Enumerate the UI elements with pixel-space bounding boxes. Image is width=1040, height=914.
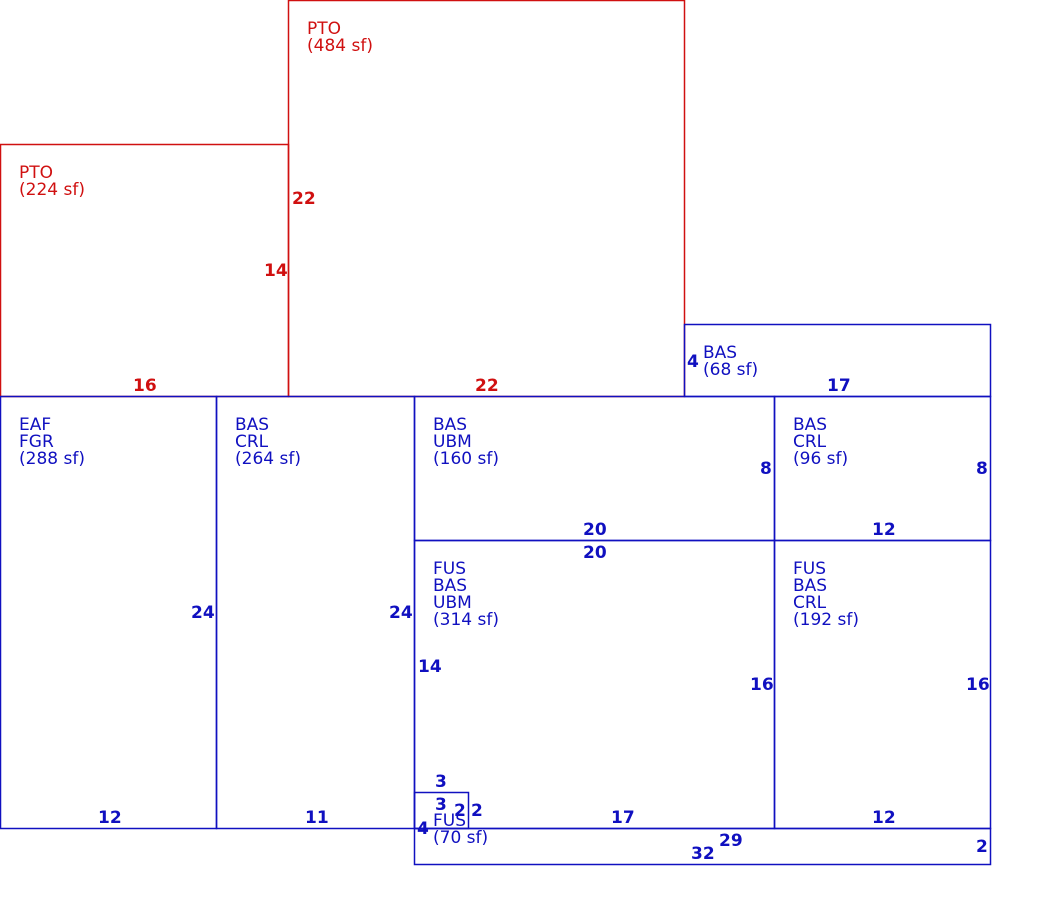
dim-bas-crl-96-right: 8 — [976, 459, 988, 479]
dim-fus-70-left: 4 — [417, 819, 429, 839]
dim-bas-small-left: 4 — [687, 352, 699, 372]
bas-crl-264-line-3: (264 sf) — [235, 449, 301, 469]
fus-70-label: FUS (70 sf) — [433, 811, 488, 848]
dim-notch-right-a: 2 — [454, 801, 466, 821]
dim-pto-top-bottom: 22 — [475, 376, 499, 396]
eaf-fgr-line-2: FGR — [19, 432, 54, 452]
bas-crl-264-line-2: CRL — [235, 432, 269, 452]
fus-bas-crl-label: FUS BAS CRL (192 sf) — [793, 559, 859, 630]
fus-bas-ubm-label: FUS BAS UBM (314 sf) — [433, 559, 499, 630]
bas-ubm-label: BAS UBM (160 sf) — [433, 415, 499, 469]
dim-notch-top: 3 — [435, 772, 447, 792]
notch-outline — [413, 791, 470, 830]
bas-ubm-line-1: BAS — [433, 415, 467, 435]
dim-bas-crl-264-right: 24 — [389, 603, 413, 623]
fus-bas-ubm-line-1: FUS — [433, 559, 466, 579]
dim-pto-left-right: 14 — [264, 261, 288, 281]
dim-pto-top-left: 22 — [292, 189, 316, 209]
dim-fus-crl-bottom: 12 — [872, 808, 896, 828]
dim-fus-70-bottom: 32 — [691, 844, 715, 864]
dim-fus-ubm-left: 14 — [418, 657, 442, 677]
pto-left-line-1: PTO — [19, 163, 53, 183]
bas-crl-96-line-3: (96 sf) — [793, 449, 848, 469]
dim-fus-ubm-right: 16 — [750, 675, 774, 695]
dim-fus-ubm-top: 20 — [583, 543, 607, 563]
pto-left-line-2: (224 sf) — [19, 180, 85, 200]
dim-bas-ubm-right: 8 — [760, 459, 772, 479]
pto-top-line-2: (484 sf) — [307, 36, 373, 56]
dim-notch-inner-top: 3 — [435, 795, 447, 815]
fus-bas-ubm-line-3: UBM — [433, 593, 472, 613]
fus-bas-ubm-line-2: BAS — [433, 576, 467, 596]
dim-bas-crl-264-bottom: 11 — [305, 808, 329, 828]
bas-small-label: BAS (68 sf) — [703, 343, 758, 380]
fus-bas-crl-line-4: (192 sf) — [793, 610, 859, 630]
bas-ubm-line-3: (160 sf) — [433, 449, 499, 469]
fus-bas-crl-line-1: FUS — [793, 559, 826, 579]
eaf-fgr-line-3: (288 sf) — [19, 449, 85, 469]
fus-bas-ubm-line-4: (314 sf) — [433, 610, 499, 630]
eaf-fgr-label: EAF FGR (288 sf) — [19, 415, 85, 469]
pto-left-label: PTO (224 sf) — [19, 163, 85, 200]
pto-top-outline — [287, 0, 686, 398]
dim-pto-left-bottom: 16 — [133, 376, 157, 396]
dim-fus-ubm-bottom: 17 — [611, 808, 635, 828]
dim-eaf-bottom: 12 — [98, 808, 122, 828]
bas-small-line-1: BAS — [703, 343, 737, 363]
dim-fus-70-top-right: 29 — [719, 831, 743, 851]
dim-eaf-right: 24 — [191, 603, 215, 623]
bas-crl-96-line-1: BAS — [793, 415, 827, 435]
dim-bas-ubm-bottom: 20 — [583, 520, 607, 540]
fus-bas-crl-line-2: BAS — [793, 576, 827, 596]
dim-fus-crl-right: 16 — [966, 675, 990, 695]
dim-bas-small-bottom: 17 — [827, 376, 851, 396]
dim-fus-70-right: 2 — [976, 837, 988, 857]
fus-70-outline — [413, 827, 992, 866]
pto-top-line-1: PTO — [307, 19, 341, 39]
bas-crl-96-label: BAS CRL (96 sf) — [793, 415, 848, 469]
eaf-fgr-line-1: EAF — [19, 415, 51, 435]
fus-bas-crl-line-3: CRL — [793, 593, 827, 613]
fus-70-line-2: (70 sf) — [433, 828, 488, 848]
bas-small-line-2: (68 sf) — [703, 360, 758, 380]
bas-crl-96-line-2: CRL — [793, 432, 827, 452]
dim-bas-crl-96-bottom: 12 — [872, 520, 896, 540]
bas-ubm-line-2: UBM — [433, 432, 472, 452]
fus-70-line-1: FUS — [433, 811, 466, 831]
pto-top-label: PTO (484 sf) — [307, 19, 373, 56]
bas-crl-264-label: BAS CRL (264 sf) — [235, 415, 301, 469]
dim-notch-right-b: 2 — [471, 801, 483, 821]
bas-crl-264-line-1: BAS — [235, 415, 269, 435]
